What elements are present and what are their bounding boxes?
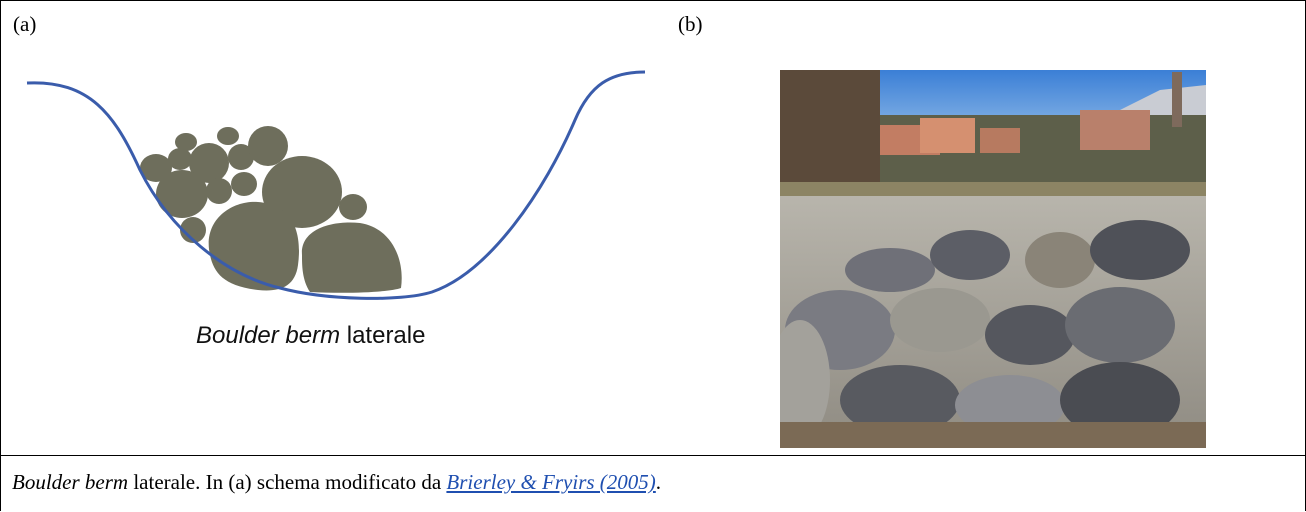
boulder-berm-diagram (26, 70, 646, 300)
caption-end: . (655, 470, 662, 494)
figure-caption: Boulder berm laterale. In (a) schema mod… (12, 470, 661, 495)
channel-profile-line (26, 70, 646, 300)
boulder-berm-photo (780, 70, 1206, 448)
boulder (217, 127, 239, 145)
caption-italic: Boulder berm (12, 470, 129, 494)
reference-link[interactable]: Brierley & Fryirs (2005) (446, 470, 656, 494)
panel-b-label: (b) (678, 12, 703, 36)
boulder (180, 217, 206, 243)
caption-text: laterale. In (a) schema modificato da (128, 470, 447, 494)
boulder (189, 143, 229, 183)
boulder (339, 194, 367, 220)
boulder-cluster (140, 126, 402, 293)
diagram-caption: Boulder berm laterale (196, 322, 425, 350)
boulder (208, 201, 299, 291)
boulder (248, 126, 288, 166)
photo-boulders (780, 220, 1190, 440)
boulder (206, 178, 232, 204)
boulder (168, 148, 192, 170)
diagram-caption-italic: Boulder berm (196, 322, 341, 349)
panel-a-label: (a) (13, 12, 37, 36)
caption-divider (0, 455, 1306, 456)
boulder (228, 144, 254, 170)
boulder (156, 170, 208, 218)
boulder (301, 222, 402, 293)
boulder (175, 133, 197, 151)
boulder (231, 172, 257, 196)
photo-sandy-bank (780, 422, 1206, 448)
boulder (140, 154, 172, 182)
diagram-caption-rest: laterale (340, 322, 426, 349)
